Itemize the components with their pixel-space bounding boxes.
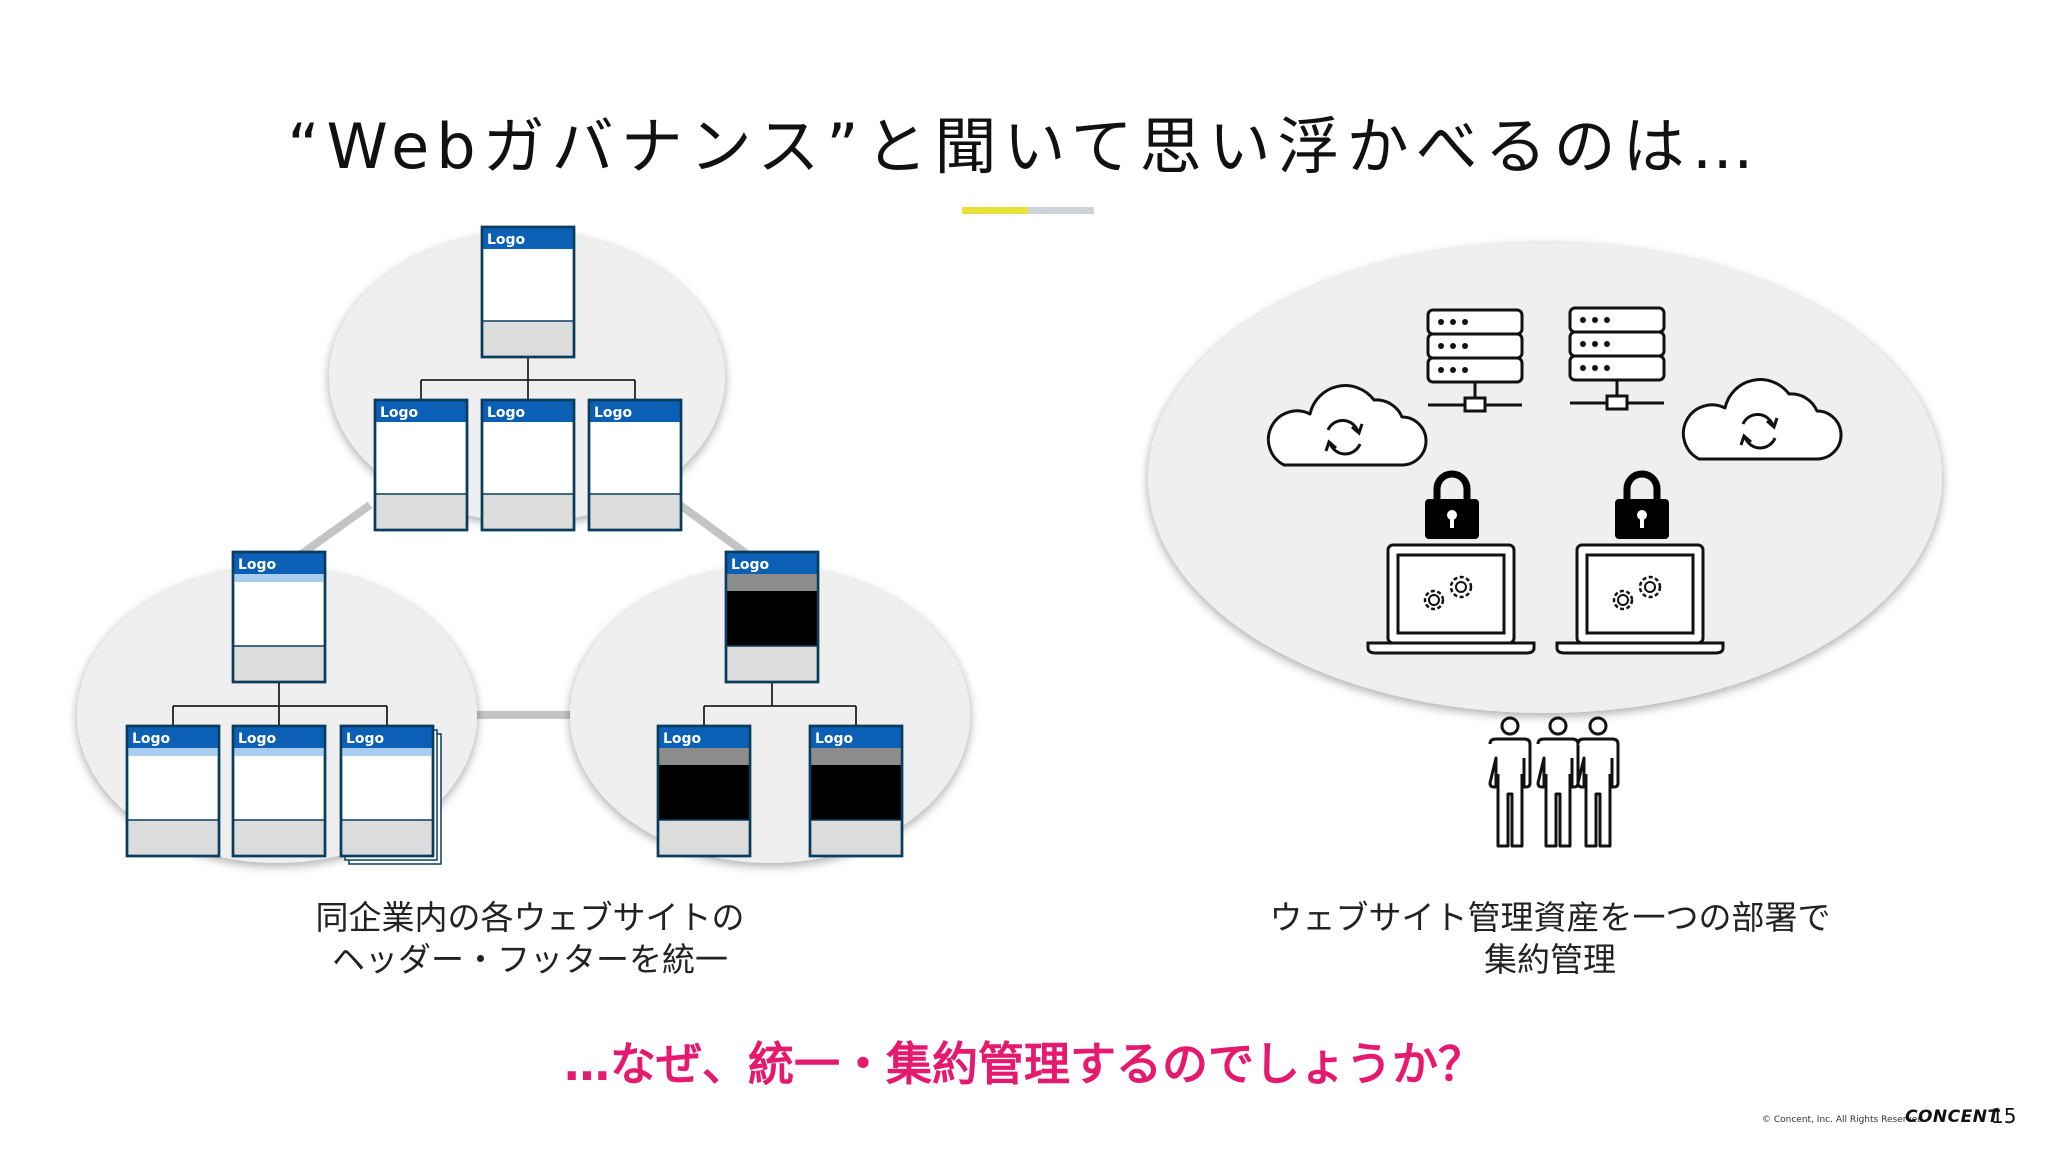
site-page: Logo [231, 550, 327, 684]
site-logo-label: Logo [238, 731, 277, 747]
site-logo-label: Logo [238, 557, 277, 573]
laptop-settings-icon [1555, 543, 1725, 655]
site-logo-label: Logo [380, 405, 419, 421]
page-number: 15 [1991, 1104, 2017, 1128]
site-page: Logo [339, 724, 442, 865]
closing-question: …なぜ、統一・集約管理するのでしょうか？ [564, 1037, 1484, 1091]
right-caption-line2: 集約管理 [1484, 940, 1616, 979]
site-page: Logo [587, 398, 683, 532]
person-icon [1488, 716, 1532, 848]
site-logo-label: Logo [731, 557, 770, 573]
laptop-settings-icon [1366, 543, 1536, 655]
person-icon [1576, 716, 1620, 848]
left-caption-line2: ヘッダー・フッターを統一 [332, 940, 728, 979]
site-page: Logo [480, 398, 576, 532]
left-caption: 同企業内の各ウェブサイトの ヘッダー・フッターを統一 [270, 897, 790, 981]
footer-copyright: © Concent, Inc. All Rights Reserved. [1762, 1115, 1926, 1125]
site-page: Logo [480, 225, 576, 359]
right-caption: ウェブサイト管理資産を一つの部署で 集約管理 [1230, 897, 1870, 981]
ellipse-central-management [1148, 243, 1942, 713]
site-trees [172, 357, 857, 726]
footer-brand-logo: CONCENT [1905, 1107, 2000, 1127]
title-underline-gray [1028, 207, 1094, 214]
site-page: Logo [724, 550, 820, 684]
site-page: Logo [125, 724, 221, 858]
site-page: Logo [656, 724, 752, 858]
site-page: Logo [808, 724, 904, 858]
site-logo-label: Logo [487, 232, 526, 248]
title-underline-yellow [962, 207, 1028, 214]
site-logo-label: Logo [815, 731, 854, 747]
site-page: Logo [231, 724, 327, 858]
site-logo-label: Logo [132, 731, 171, 747]
site-logo-label: Logo [346, 731, 385, 747]
slide-title: “Webガバナンス”と聞いて思い浮かべるのは… [287, 110, 1761, 183]
site-page: Logo [373, 398, 469, 532]
site-logo-label: Logo [487, 405, 526, 421]
site-logo-label: Logo [594, 405, 633, 421]
site-logo-label: Logo [663, 731, 702, 747]
person-icon [1536, 716, 1580, 848]
left-caption-line1: 同企業内の各ウェブサイトの [315, 898, 745, 937]
right-caption-line1: ウェブサイト管理資産を一つの部署で [1269, 898, 1831, 937]
